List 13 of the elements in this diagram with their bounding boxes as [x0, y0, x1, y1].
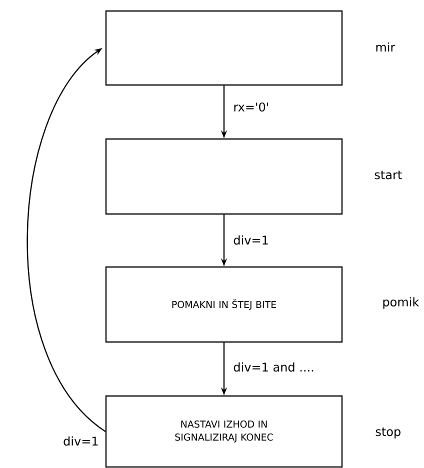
state-box [105, 138, 343, 215]
state-box [105, 10, 343, 86]
edge-label: div=1 [62, 435, 100, 447]
edge-label: div=1 [232, 234, 270, 246]
state-box: NASTAVI IZHOD IN SIGNALIZIRAJ KONEC [105, 395, 343, 468]
edge-label: rx='0' [232, 101, 270, 113]
state-name: start [374, 170, 402, 180]
state-box: POMAKNI IN ŠTEJ BITE [105, 266, 343, 343]
arrow [26, 48, 106, 432]
state-name: mir [376, 42, 396, 52]
state-name: pomik [383, 297, 420, 309]
edge-label: div=1 and .... [232, 361, 316, 373]
state-name: stop [376, 428, 400, 438]
